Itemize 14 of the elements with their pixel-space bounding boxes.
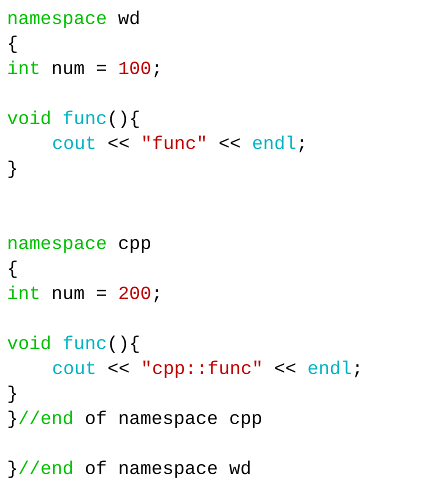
code-line: { <box>7 33 18 57</box>
code-line: int num = 100; <box>7 58 162 82</box>
code-line: namespace wd <box>7 8 140 32</box>
code-line: }//end of namespace cpp <box>7 408 262 432</box>
code-line: } <box>7 158 18 182</box>
code-line: void func(){ <box>7 333 140 357</box>
code-line: namespace cpp <box>7 233 152 257</box>
code-line: } <box>7 383 18 407</box>
code-line: void func(){ <box>7 108 140 132</box>
code-line: cout << "func" << endl; <box>52 133 308 157</box>
code-line: cout << "cpp::func" << endl; <box>52 358 363 382</box>
code-line: int num = 200; <box>7 283 162 307</box>
code-line: }//end of namespace wd <box>7 458 252 482</box>
code-line: { <box>7 258 18 282</box>
